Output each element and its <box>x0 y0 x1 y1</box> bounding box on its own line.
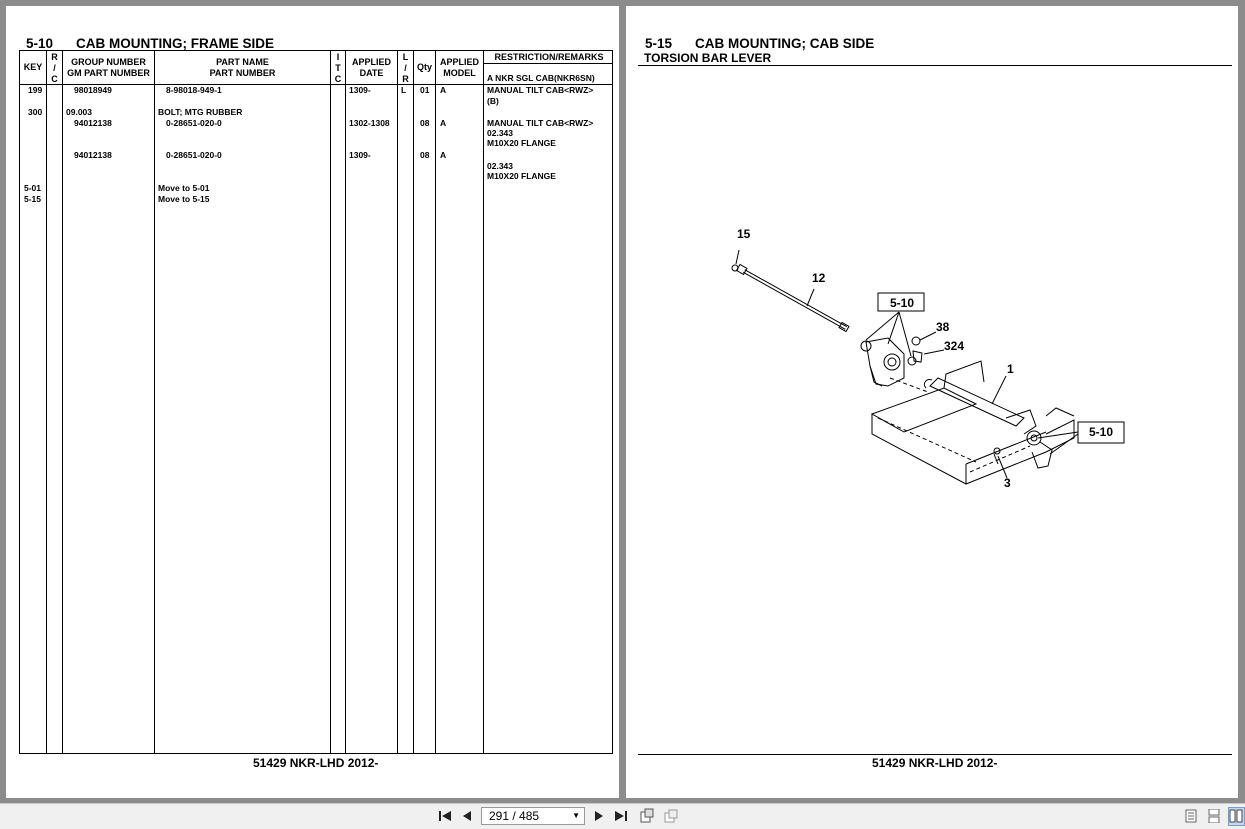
section-title-text: CAB MOUNTING; FRAME SIDE <box>76 36 274 51</box>
row-qty: 08 <box>420 118 430 128</box>
section-number: 5-10 <box>26 36 54 51</box>
callout-38: 38 <box>936 320 950 334</box>
callout-5-10-upper: 5-10 <box>890 296 914 310</box>
row-date: 1309- <box>349 85 371 95</box>
row-model: A <box>440 85 447 95</box>
row-qty: 01 <box>420 85 430 95</box>
section-subtitle: TORSION BAR LEVER <box>644 51 772 65</box>
page-indicator: 291 / 485 <box>489 809 540 823</box>
row-gm-part: 94012138 <box>74 118 112 128</box>
page-footer: 51429 NKR-LHD 2012- <box>253 756 379 770</box>
previous-page-icon[interactable] <box>459 808 475 824</box>
header-rc: R/C <box>51 52 58 84</box>
callout-324: 324 <box>944 339 964 353</box>
left-page: 5-10 CAB MOUNTING; FRAME SIDE KEY R/C GRO… <box>6 6 619 798</box>
row-qty: 08 <box>420 150 430 160</box>
row-part-name: Move to 5-01 <box>158 183 210 193</box>
header-key: KEY <box>23 62 43 72</box>
row-gm-part: 98018949 <box>74 85 112 95</box>
chevron-down-icon: ▼ <box>572 811 580 820</box>
row-remarks: MANUAL TILT CAB<RWZ>(B) <box>487 85 594 106</box>
row-key: 300 <box>28 107 43 117</box>
row-date: 1309- <box>349 150 371 160</box>
row-group-number: 09.003 <box>66 107 92 117</box>
row-part-name: BOLT; MTG RUBBER <box>158 107 243 117</box>
row-part-number: 0-28651-020-0 <box>166 150 222 160</box>
callout-3: 3 <box>1004 476 1011 490</box>
callout-12: 12 <box>812 271 826 285</box>
row-key: 5-15 <box>24 194 42 204</box>
row-part-name: Move to 5-15 <box>158 194 210 204</box>
last-page-icon[interactable] <box>613 808 629 824</box>
row-key: 5-01 <box>24 183 42 193</box>
navigation-toolbar: 291 / 485 ▼ <box>0 803 1245 829</box>
section-title: 5-15 CAB MOUNTING; CAB SIDE <box>645 36 874 51</box>
row-lr: L <box>401 85 407 95</box>
header-lr: L/R <box>402 52 409 84</box>
section-title-text: CAB MOUNTING; CAB SIDE <box>695 36 875 51</box>
next-page-icon[interactable] <box>591 808 607 824</box>
callout-5-10-lower: 5-10 <box>1089 425 1113 439</box>
row-gm-part: 94012138 <box>74 150 112 160</box>
row-date: 1302-1308 <box>349 118 390 128</box>
single-page-view-icon[interactable] <box>1185 809 1199 823</box>
right-page: 5-15 CAB MOUNTING; CAB SIDE TORSION BAR L… <box>626 6 1238 798</box>
continuous-view-icon[interactable] <box>1208 808 1222 824</box>
header-restriction: RESTRICTION/REMARKS <box>494 52 604 62</box>
callout-1: 1 <box>1007 362 1014 376</box>
copy-page-icon[interactable] <box>663 808 679 824</box>
row-model: A <box>440 118 447 128</box>
page-number-select[interactable]: 291 / 485 ▼ <box>481 807 585 825</box>
header-model-note: A NKR SGL CAB(NKR6SN) <box>487 73 595 83</box>
row-key: 199 <box>28 85 43 95</box>
section-number: 5-15 <box>645 36 673 51</box>
header-qty: Qty <box>416 62 432 72</box>
section-title: 5-10 CAB MOUNTING; FRAME SIDE <box>26 36 274 51</box>
two-page-view-icon[interactable] <box>1228 807 1245 826</box>
row-model: A <box>440 150 447 160</box>
first-page-icon[interactable] <box>437 808 453 824</box>
page-footer: 51429 NKR-LHD 2012- <box>872 756 998 770</box>
exploded-diagram: 15 12 5-10 38 324 1 5-10 3 <box>731 227 1125 490</box>
callout-15: 15 <box>737 227 751 241</box>
rotate-page-icon[interactable] <box>639 808 655 824</box>
row-part-number: 0-28651-020-0 <box>166 118 222 128</box>
row-part-number: 8-98018-949-1 <box>166 85 222 95</box>
